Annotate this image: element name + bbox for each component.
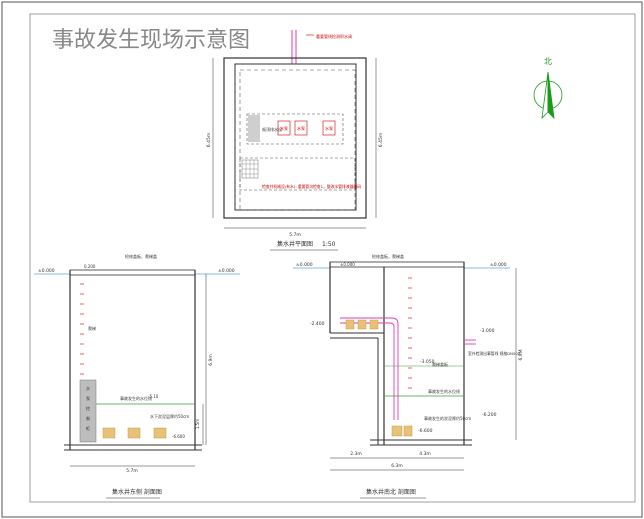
right-caption: 集水井南北 剖面图 bbox=[366, 488, 416, 496]
right-dim-right: 4.3m bbox=[419, 451, 431, 457]
plan-pump bbox=[322, 120, 336, 136]
plan-pump-label: 水泵 bbox=[297, 125, 305, 131]
left-level-mid: -5.10 bbox=[148, 394, 159, 399]
left-dim-width: 5.7m bbox=[126, 468, 138, 474]
left-dim-small: 1.5m bbox=[195, 419, 200, 429]
left-level-bottom: -6.600 bbox=[172, 434, 185, 439]
left-note-mud: 水下淤泥层厚约50cm bbox=[150, 413, 189, 419]
left-level-small: 0.200 bbox=[84, 264, 96, 269]
north-label: 北 bbox=[544, 57, 552, 66]
plan-grating bbox=[241, 159, 259, 179]
plan-dim-height-left: 6.45m bbox=[206, 133, 212, 147]
right-pipe-note: 室外检测出事管线 规格DN500 bbox=[468, 351, 521, 356]
right-level-right-pipe: -3.000 bbox=[480, 328, 495, 334]
right-level-step: -2.400 bbox=[310, 321, 325, 327]
right-note-mud: 事故发生的淤泥厚约50cm bbox=[424, 415, 471, 421]
left-ladder bbox=[80, 283, 84, 375]
left-equipment-char: 水 bbox=[86, 385, 90, 391]
right-ladder bbox=[408, 277, 412, 389]
plan-scale: 1:50 bbox=[322, 241, 336, 248]
plan-view: 重要管线检测积水阀 吸顶排水设 水泵 水泵 水泵 检查井机械设(有水): 重要管… bbox=[206, 30, 384, 251]
page-title: 事故发生现场示意图 bbox=[52, 28, 250, 53]
plan-dim-height-right: 6.45m bbox=[378, 133, 384, 147]
plan-dashed-outline bbox=[239, 69, 356, 211]
north-arrow: 北 bbox=[533, 57, 563, 120]
plan-pump bbox=[294, 120, 308, 136]
plan-lower-zone bbox=[239, 157, 356, 191]
right-level-right-low: -6.200 bbox=[482, 412, 497, 418]
left-equipment-char: 控 bbox=[86, 405, 90, 411]
left-top-note: 检修盖板，爬梯盖 bbox=[125, 253, 157, 259]
left-section: 检修盖板，爬梯盖 ±0.000 ±0.000 0.200 爬梯 水 泵 控 制 … bbox=[34, 253, 240, 499]
left-equipment-char: 泵 bbox=[86, 396, 90, 401]
plan-pump bbox=[277, 120, 291, 136]
left-level-top-right: ±0.000 bbox=[218, 268, 235, 274]
right-label-ladder: 爬梯盖板 bbox=[432, 361, 448, 367]
plan-pipe-note: 重要管线检测积水阀 bbox=[316, 33, 352, 39]
left-control-cabinet bbox=[79, 379, 97, 443]
plan-bottom-note: 检查井机械设(有水): 重要管沟检查1，整改水管排液器编码 bbox=[262, 184, 361, 189]
plan-caption: 集水井平面图 bbox=[277, 240, 313, 248]
right-top-note: 检修盖板，爬梯盖 bbox=[372, 253, 404, 259]
drawing-border bbox=[29, 13, 636, 503]
right-dim-total: 6.3m bbox=[391, 463, 403, 469]
right-level-top-right: ±0.000 bbox=[490, 262, 507, 268]
right-lower-pumps bbox=[391, 425, 413, 437]
plan-outer-wall bbox=[223, 57, 367, 219]
plan-pump-label: 水泵 bbox=[325, 125, 333, 131]
right-level-bottom: -6.600 bbox=[418, 428, 433, 434]
plan-gray-block bbox=[248, 115, 260, 142]
left-caption: 集水井东侧 剖面图 bbox=[112, 488, 162, 496]
right-level-left-ground: ±0.000 bbox=[340, 262, 355, 267]
right-dim-left: 2.3m bbox=[350, 451, 362, 457]
plan-pump-zone bbox=[246, 113, 344, 145]
right-dim-height: 6.9M bbox=[518, 349, 524, 360]
left-pumps bbox=[102, 427, 167, 439]
right-section: 检修盖板，爬梯盖 ±0.000 ±0.000 ±0.000 -2.400 -3.… bbox=[293, 253, 524, 499]
right-level-mid: -3.050 bbox=[420, 359, 435, 365]
plan-room-label: 吸顶排水设 bbox=[262, 126, 282, 132]
north-arrow-right bbox=[547, 71, 555, 120]
plan-inner-wall bbox=[234, 63, 357, 211]
right-level-top-left: ±0.000 bbox=[296, 262, 313, 268]
left-level-top-left: ±0.000 bbox=[38, 268, 55, 274]
left-label-ladder: 爬梯 bbox=[88, 325, 96, 331]
left-equipment-char: 制 bbox=[86, 415, 90, 421]
plan-dim-width: 5.7m bbox=[289, 232, 301, 238]
left-equipment-char: 柜 bbox=[86, 425, 90, 431]
left-note-water: 事故发生的水位线 bbox=[120, 395, 152, 401]
right-upper-pumps bbox=[345, 319, 379, 330]
plan-pump-label: 水泵 bbox=[280, 125, 288, 131]
right-pipes bbox=[340, 317, 399, 420]
left-dim-height: 6.9m bbox=[208, 354, 214, 366]
right-note-water: 事故发生的水位线 bbox=[428, 388, 460, 394]
